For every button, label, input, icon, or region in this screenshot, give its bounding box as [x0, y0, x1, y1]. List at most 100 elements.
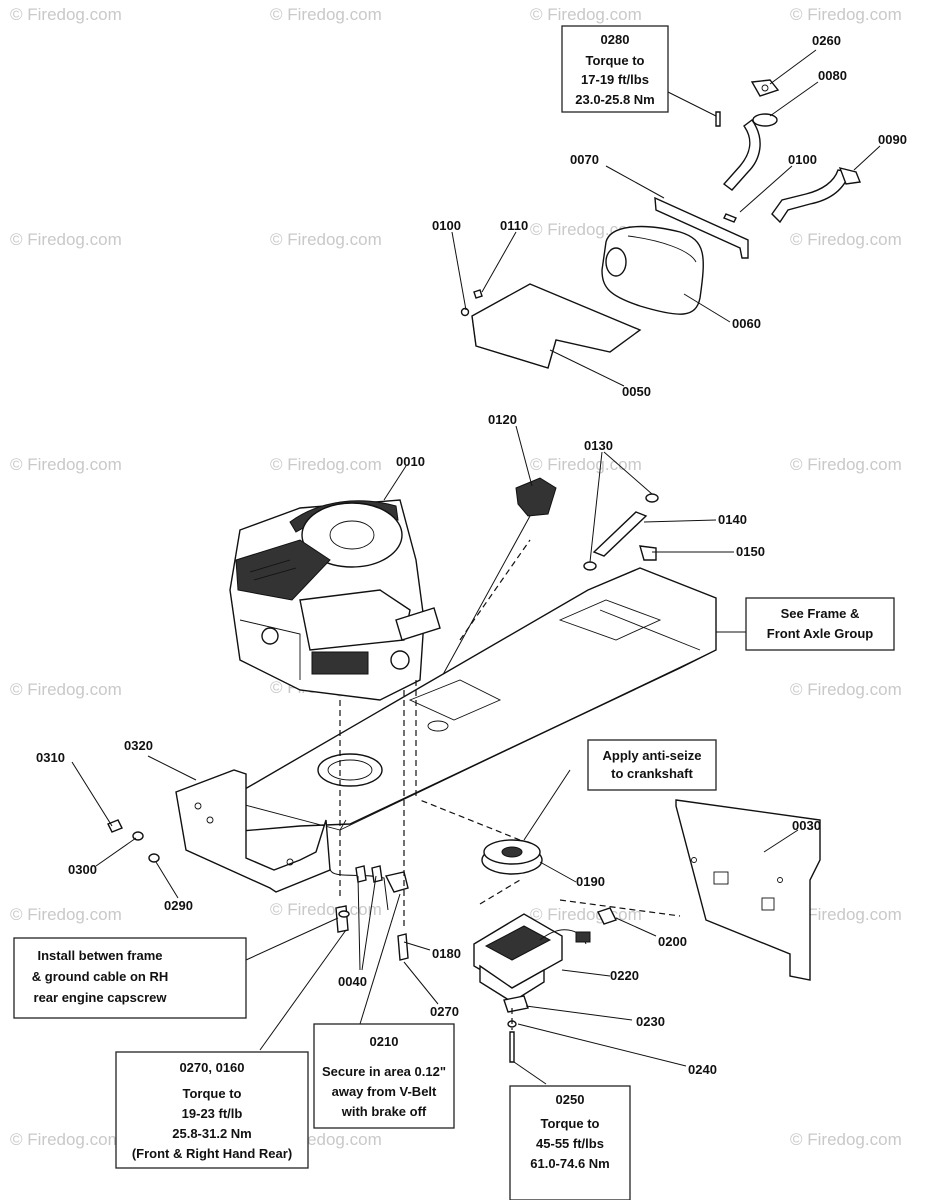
part-number-0220: 0220: [610, 968, 639, 983]
watermark-layer: © Firedog.com © Firedog.com © Firedog.co…: [10, 5, 902, 1149]
part-number-0120: 0120: [488, 412, 517, 427]
muffler-heat-shield: [471, 283, 642, 369]
note-0270-0160: 0270, 0160 Torque to 19-23 ft/lb 25.8-31…: [115, 1051, 309, 1169]
exhaust-pipe-left: [722, 113, 778, 191]
watermark: © Firedog.com: [10, 5, 122, 24]
svg-text:Front Axle Group: Front Axle Group: [767, 626, 873, 641]
watermark: © Firedog.com: [790, 905, 902, 924]
watermark: © Firedog.com: [270, 455, 382, 474]
exhaust-pipe-right: [771, 166, 861, 224]
svg-text:19-23 ft/lb: 19-23 ft/lb: [182, 1106, 243, 1121]
watermark: © Firedog.com: [530, 905, 642, 924]
part-number-0100: 0100: [432, 218, 461, 233]
frame-shield: [675, 799, 821, 981]
watermark: © Firedog.com: [10, 1130, 122, 1149]
exhaust-gasket: [750, 79, 780, 97]
watermark: © Firedog.com: [790, 1130, 902, 1149]
note-ground-cable: Install betwen frame & ground cable on R…: [13, 937, 247, 1019]
part-number-0050: 0050: [622, 384, 651, 399]
svg-text:Install betwen frame: Install betwen frame: [38, 948, 163, 963]
svg-text:61.0-74.6 Nm: 61.0-74.6 Nm: [530, 1156, 610, 1171]
note-0250: 0250 Torque to 45-55 ft/lbs 61.0-74.6 Nm: [509, 1085, 631, 1200]
svg-text:45-55 ft/lbs: 45-55 ft/lbs: [536, 1136, 604, 1151]
svg-text:with brake off: with brake off: [341, 1104, 427, 1119]
svg-text:0270, 0160: 0270, 0160: [179, 1060, 244, 1075]
frame: [225, 567, 717, 833]
watermark: © Firedog.com: [530, 455, 642, 474]
note-0280: 0280 Torque to 17-19 ft/lbs 23.0-25.8 Nm: [561, 25, 669, 113]
assembly-dash-lines: [339, 539, 681, 1030]
brake-rod: [329, 867, 409, 911]
watermark: © Firedog.com: [10, 905, 122, 924]
note-0210: 0210 Secure in area 0.12" away from V-Be…: [313, 1023, 455, 1129]
svg-text:Secure in area 0.12": Secure in area 0.12": [322, 1064, 446, 1079]
part-number-0070: 0070: [570, 152, 599, 167]
part-number-0180: 0180: [432, 946, 461, 961]
rear-bracket: [175, 769, 331, 893]
watermark: © Firedog.com: [10, 230, 122, 249]
part-number-0100: 0100: [788, 152, 817, 167]
watermark: © Firedog.com: [10, 455, 122, 474]
svg-text:23.0-25.8 Nm: 23.0-25.8 Nm: [575, 92, 655, 107]
part-number-0300: 0300: [68, 862, 97, 877]
part-number-0270: 0270: [430, 1004, 459, 1019]
muffler: [601, 225, 704, 315]
svg-text:rear engine capscrew: rear engine capscrew: [34, 990, 168, 1005]
watermark: © Firedog.com: [270, 5, 382, 24]
muffler-bracket: [654, 196, 749, 259]
part-number-0140: 0140: [718, 512, 747, 527]
part-number-0040: 0040: [338, 974, 367, 989]
part-number-0290: 0290: [164, 898, 193, 913]
watermark: © Firedog.com: [10, 680, 122, 699]
part-number-0200: 0200: [658, 934, 687, 949]
engine-bolts: [335, 865, 409, 961]
part-number-0110: 0110: [500, 218, 528, 233]
part-number-0230: 0230: [636, 1014, 665, 1029]
part-number-0190: 0190: [576, 874, 605, 889]
svg-text:Torque to: Torque to: [183, 1086, 242, 1101]
svg-text:0210: 0210: [370, 1034, 399, 1049]
watermark: © Firedog.com: [270, 900, 382, 919]
part-number-0060: 0060: [732, 316, 761, 331]
crankshaft-pulley: [481, 839, 543, 875]
svg-text:0250: 0250: [556, 1092, 585, 1107]
part-number-0320: 0320: [124, 738, 153, 753]
svg-text:Torque to: Torque to: [541, 1116, 600, 1131]
svg-text:Apply anti-seize: Apply anti-seize: [603, 748, 702, 763]
leader-lines: [71, 49, 881, 1085]
svg-text:to crankshaft: to crankshaft: [611, 766, 693, 781]
part-number-labels: 0260 0080 0090 0070 0100 0100 0110 0060 …: [36, 33, 907, 1077]
note-anti-seize: Apply anti-seize to crankshaft: [587, 739, 717, 791]
part-number-0130: 0130: [584, 438, 613, 453]
svg-text:17-19 ft/lbs: 17-19 ft/lbs: [581, 72, 649, 87]
watermark: © Firedog.com: [790, 455, 902, 474]
svg-text:Torque to: Torque to: [586, 53, 645, 68]
watermark: © Firedog.com: [790, 230, 902, 249]
part-number-0150: 0150: [736, 544, 765, 559]
spacer-pin: [583, 493, 659, 571]
rear-fasteners: [107, 819, 160, 863]
part-number-0080: 0080: [818, 68, 847, 83]
electric-clutch: [473, 907, 617, 1003]
svg-text:25.8-31.2 Nm: 25.8-31.2 Nm: [172, 1126, 252, 1141]
svg-text:0280: 0280: [601, 32, 630, 47]
watermark: © Firedog.com: [270, 230, 382, 249]
svg-text:away from V-Belt: away from V-Belt: [332, 1084, 437, 1099]
svg-text:See Frame &: See Frame &: [781, 606, 860, 621]
dipstick: [439, 477, 557, 681]
part-number-0240: 0240: [688, 1062, 717, 1077]
part-number-0310: 0310: [36, 750, 65, 765]
part-number-0260: 0260: [812, 33, 841, 48]
engine: [229, 499, 441, 701]
svg-text:(Front & Right Hand Rear): (Front & Right Hand Rear): [132, 1146, 292, 1161]
part-number-0090: 0090: [878, 132, 907, 147]
clutch-washer-bolt: [503, 995, 529, 1063]
watermark: © Firedog.com: [530, 5, 642, 24]
part-number-0030: 0030: [792, 818, 821, 833]
part-number-0010: 0010: [396, 454, 425, 469]
exhaust-screws: [460, 111, 737, 317]
watermark: © Firedog.com: [790, 5, 902, 24]
watermark: © Firedog.com: [790, 680, 902, 699]
svg-text:& ground cable on RH: & ground cable on RH: [32, 969, 169, 984]
